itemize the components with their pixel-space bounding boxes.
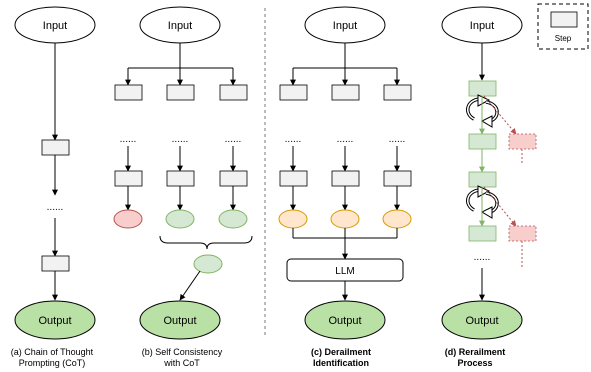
step-box (279, 84, 308, 101)
panel-b: Input ...... ...... ...... Output (b) Se… (113, 6, 253, 368)
ellipsis: ...... (120, 134, 137, 145)
caption-line1: (a) Chain of Thought (11, 347, 94, 357)
answer-node (278, 209, 308, 229)
output-node-label: Output (38, 315, 71, 327)
caption-line2: Prompting (CoT) (19, 358, 86, 368)
step-box-derailed (508, 133, 537, 150)
step-box (219, 170, 248, 187)
output-node (441, 300, 523, 340)
step-box (383, 170, 412, 187)
panel-a: Input ...... Output (a) Chain of Thought… (11, 6, 96, 368)
input-node-label: Input (333, 20, 357, 32)
caption-line2: Process (457, 358, 492, 368)
legend-step-label: Step (555, 34, 572, 43)
majority-answer-node (193, 254, 223, 274)
legend: Step (537, 3, 589, 50)
ellipsis: ...... (337, 134, 354, 145)
output-node-label: Output (328, 315, 361, 327)
step-box (331, 170, 360, 187)
input-node-label: Input (470, 20, 494, 32)
answer-node (382, 209, 412, 229)
caption-line1: (b) Self Consistency (142, 347, 223, 357)
step-box (166, 84, 195, 101)
ellipsis: ...... (47, 202, 64, 213)
step-box-correct (468, 171, 497, 188)
step-box (383, 84, 412, 101)
panel-c: Input ...... ...... ...... LLM Output (c… (278, 6, 412, 368)
step-box-derailed (508, 225, 537, 242)
answer-node-incorrect (113, 209, 143, 229)
output-node-label: Output (163, 315, 196, 327)
caption-line1: (d) Rerailment (445, 347, 506, 357)
step-box-correct (468, 133, 497, 150)
ellipsis: ...... (389, 134, 406, 145)
step-box (41, 255, 70, 272)
step-box-correct (468, 225, 497, 242)
output-node (304, 300, 386, 340)
step-box (114, 84, 143, 101)
answer-node (218, 209, 248, 229)
ellipsis: ...... (285, 134, 302, 145)
step-box (219, 84, 248, 101)
input-node-label: Input (168, 20, 192, 32)
step-box (166, 170, 195, 187)
ellipsis: ...... (172, 134, 189, 145)
step-box-correct (468, 80, 497, 97)
caption-line2: with CoT (163, 358, 200, 368)
majority-vote-brace (159, 235, 253, 250)
output-node (139, 300, 221, 340)
step-box (279, 170, 308, 187)
caption-line1: (c) Derailment (311, 347, 371, 357)
legend-step-swatch (550, 11, 578, 28)
caption-line2: Identification (313, 358, 369, 368)
ellipsis: ...... (225, 134, 242, 145)
llm-label: LLM (335, 266, 354, 277)
input-node-label: Input (43, 20, 67, 32)
answer-node (165, 209, 195, 229)
ellipsis: ...... (474, 252, 491, 263)
step-box (114, 170, 143, 187)
step-box (331, 84, 360, 101)
answer-node (330, 209, 360, 229)
output-node-label: Output (465, 315, 498, 327)
panel-d: Input ...... Output (d) Rerailment (441, 6, 537, 368)
step-box (41, 139, 70, 156)
output-node (14, 300, 96, 340)
